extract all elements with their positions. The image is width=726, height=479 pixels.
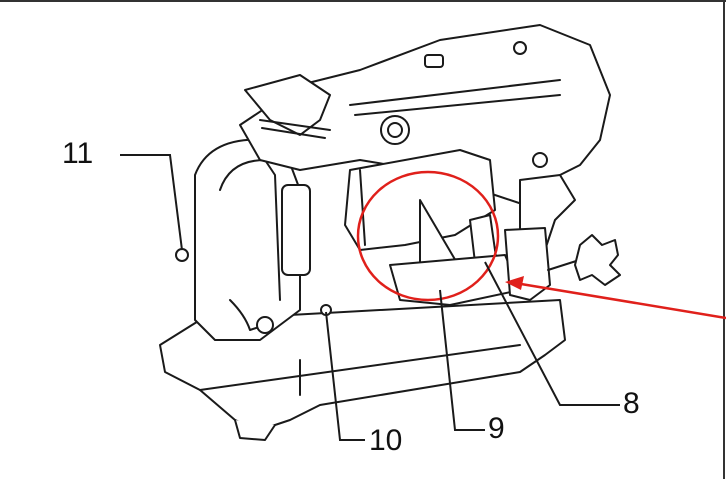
side-clip-knob: [256, 316, 274, 334]
callout-label-9: 9: [488, 412, 505, 445]
highlight-circle: [356, 170, 500, 302]
top-handle: [244, 74, 331, 136]
top-knob-inner: [387, 122, 403, 138]
side-hole: [532, 152, 548, 168]
top-slot: [424, 54, 444, 68]
top-frame: [239, 24, 611, 211]
callout-label-11: 11: [62, 137, 94, 170]
left-housing-slot: [281, 184, 311, 276]
highlight-arrow-line: [514, 281, 726, 320]
top-handle-grip: [259, 119, 331, 139]
leader-9: [439, 289, 485, 431]
top-screw: [513, 41, 527, 55]
callout-label-8: 8: [623, 387, 640, 420]
leader-11: [120, 154, 183, 251]
leader-10: [325, 311, 365, 441]
left-knob-11: [175, 248, 189, 262]
callout-label-10: 10: [369, 424, 403, 457]
vise-handle-star: [574, 234, 621, 286]
base-foot: [234, 419, 276, 441]
top-edge: [349, 79, 561, 116]
leader-lines: [120, 154, 620, 441]
side-clip: [229, 299, 266, 331]
band-saw-illustration: [159, 24, 621, 441]
base-edge: [199, 344, 521, 391]
guard-fold: [359, 169, 366, 246]
vise-bracket: [504, 227, 551, 301]
leader-8: [484, 261, 620, 406]
highlight-arrow-head: [505, 276, 524, 290]
